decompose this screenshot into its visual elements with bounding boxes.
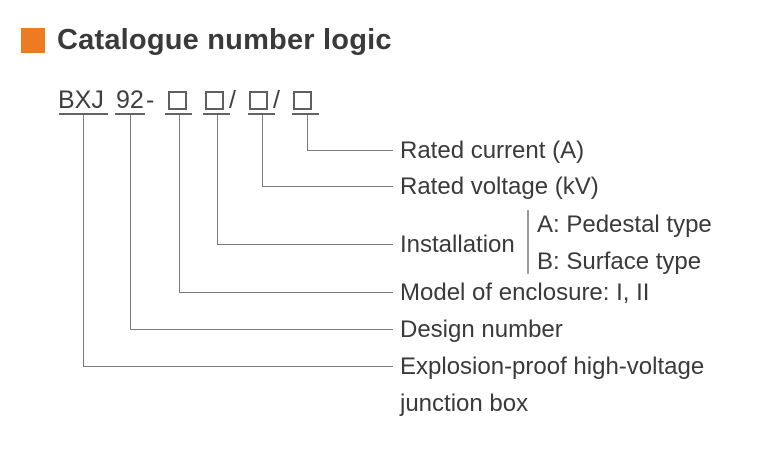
code-placeholder-box-3: [249, 91, 268, 110]
underline-box-1: [165, 113, 192, 115]
connector-design-number: [130, 115, 393, 330]
installation-option-a: A: Pedestal type: [537, 211, 712, 238]
installation-options-divider: [527, 210, 529, 274]
label-design-number: Design number: [400, 316, 563, 343]
code-slash-1: /: [229, 86, 236, 114]
installation-option-b: B: Surface type: [537, 248, 702, 275]
orange-bullet-icon: [21, 28, 45, 53]
label-rated-current: Rated current (A): [400, 137, 585, 164]
code-placeholder-box-1: [168, 91, 187, 110]
connector-model-of-enclosure: [179, 115, 393, 293]
connector-installation: [217, 115, 393, 245]
connector-rated-current: [307, 115, 393, 151]
code-placeholder-box-2: [205, 91, 224, 110]
code-prefix: BXJ: [58, 86, 104, 114]
code-design-number: 92: [116, 86, 144, 114]
page-title: Catalogue number logic: [57, 24, 392, 56]
label-model-of-enclosure: Model of enclosure: I, II: [400, 279, 650, 306]
code-slash-2: /: [273, 86, 280, 114]
connector-rated-voltage: [262, 115, 393, 187]
label-product-name-line2: junction box: [400, 390, 529, 417]
underline-prefix: [59, 113, 108, 115]
code-placeholder-box-4: [293, 91, 312, 110]
connector-explosion-proof: [83, 115, 393, 367]
underline-box-3: [248, 113, 275, 115]
label-product-name-line1: Explosion-proof high-voltage: [400, 353, 705, 380]
underline-box-4: [292, 113, 319, 115]
label-installation: Installation: [400, 231, 515, 258]
underline-design-number: [115, 113, 145, 115]
underline-box-2: [203, 113, 230, 115]
label-rated-voltage: Rated voltage (kV): [400, 173, 599, 200]
code-dash: -: [146, 86, 155, 114]
